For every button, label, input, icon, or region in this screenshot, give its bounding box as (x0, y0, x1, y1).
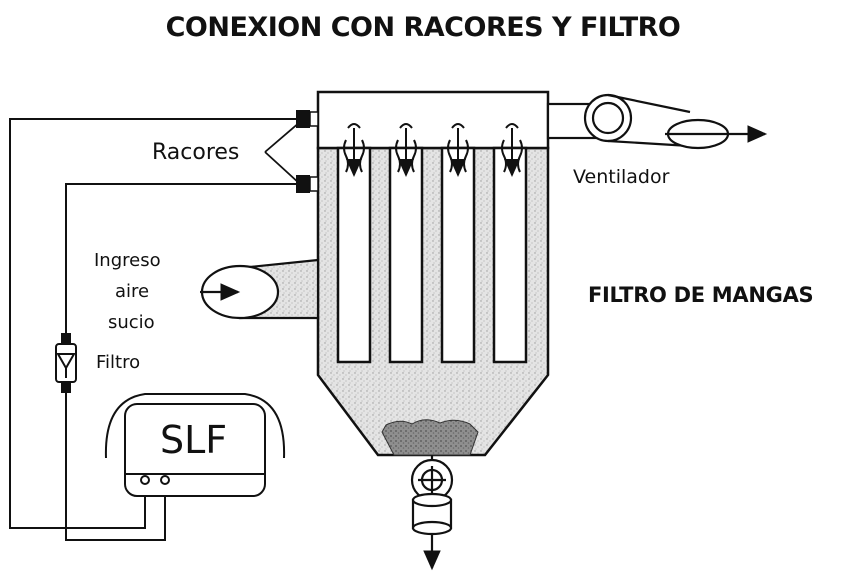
racor-upper (296, 110, 310, 128)
racores-label: Racores (152, 140, 240, 165)
rotary-valve (410, 455, 454, 571)
inline-filter (55, 333, 77, 393)
bag-airflow-arrow (395, 123, 417, 177)
filter-bag (492, 146, 528, 364)
bag-airflow-arrow (343, 123, 365, 177)
ventilador-label: Ventilador (573, 166, 670, 188)
slf-unit (104, 393, 286, 497)
racores-fittings (264, 110, 319, 193)
slf-port (160, 475, 170, 485)
slf-cover (104, 393, 286, 459)
ingreso-label-line1: Ingreso (94, 250, 161, 271)
bag-airflow-arrow (447, 123, 469, 177)
baghouse-filter (316, 90, 550, 457)
slf-port (140, 475, 150, 485)
airflow-arrows (343, 123, 523, 177)
tube-high (9, 118, 296, 529)
clean-air-plenum (316, 90, 550, 150)
filtro-de-mangas-label: FILTRO DE MANGAS (588, 283, 814, 307)
ingreso-label-line2: aire (115, 281, 150, 302)
ingreso-label-line3: sucio (108, 312, 155, 333)
filter-bags (336, 146, 528, 364)
dirty-air-inlet (200, 258, 320, 320)
pressure-tubing (9, 118, 296, 541)
filter-bag (440, 146, 476, 364)
filtro-label: Filtro (96, 352, 141, 373)
hopper-dust (381, 419, 479, 456)
fan-outlet (546, 93, 768, 150)
racor-lower (296, 175, 310, 193)
diagram-title: CONEXION CON RACORES Y FILTRO (165, 12, 681, 43)
tube-low (65, 183, 296, 338)
filter-bag (336, 146, 372, 364)
filter-bag (388, 146, 424, 364)
slf-label: SLF (160, 418, 228, 462)
fan-impeller (591, 101, 625, 135)
bag-airflow-arrow (501, 123, 523, 177)
